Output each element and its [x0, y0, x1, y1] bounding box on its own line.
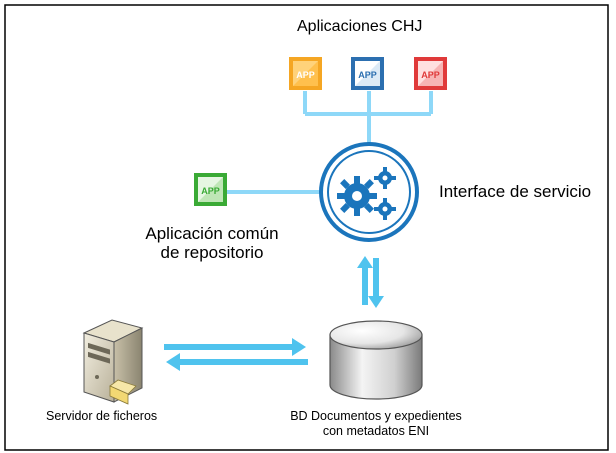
app-icon-green: APP: [194, 173, 227, 206]
database-label: BD Documentos y expedientes con metadato…: [276, 409, 476, 439]
database-icon: [329, 320, 423, 401]
app-icon-text: APP: [201, 186, 220, 196]
repo-app-label-line2: de repositorio: [160, 243, 264, 262]
repo-app-label-line1: Aplicación común: [145, 224, 279, 243]
diagram-frame: [4, 4, 609, 451]
app-icon-text: APP: [296, 70, 315, 80]
service-label: Interface de servicio: [439, 182, 592, 201]
service-db-arrows: [357, 256, 384, 308]
app-icon-blue: APP: [351, 57, 384, 90]
file-server-icon: [82, 319, 144, 405]
file-server-label: Servidor de ficheros: [46, 409, 158, 423]
server-db-arrows: [164, 338, 308, 371]
database-label-line1: BD Documentos y expedientes: [290, 409, 462, 423]
service-gears-icon: [319, 142, 419, 242]
database-label-line2: con metadatos ENI: [322, 424, 430, 438]
app-icon-text: APP: [358, 70, 377, 80]
apps-title: Aplicaciones CHJ: [297, 18, 423, 35]
repo-app-label: Aplicación común de repositorio: [132, 224, 292, 262]
app-icon-red: APP: [414, 57, 447, 90]
app-icon-text: APP: [421, 70, 440, 80]
app-icon-orange: APP: [289, 57, 322, 90]
